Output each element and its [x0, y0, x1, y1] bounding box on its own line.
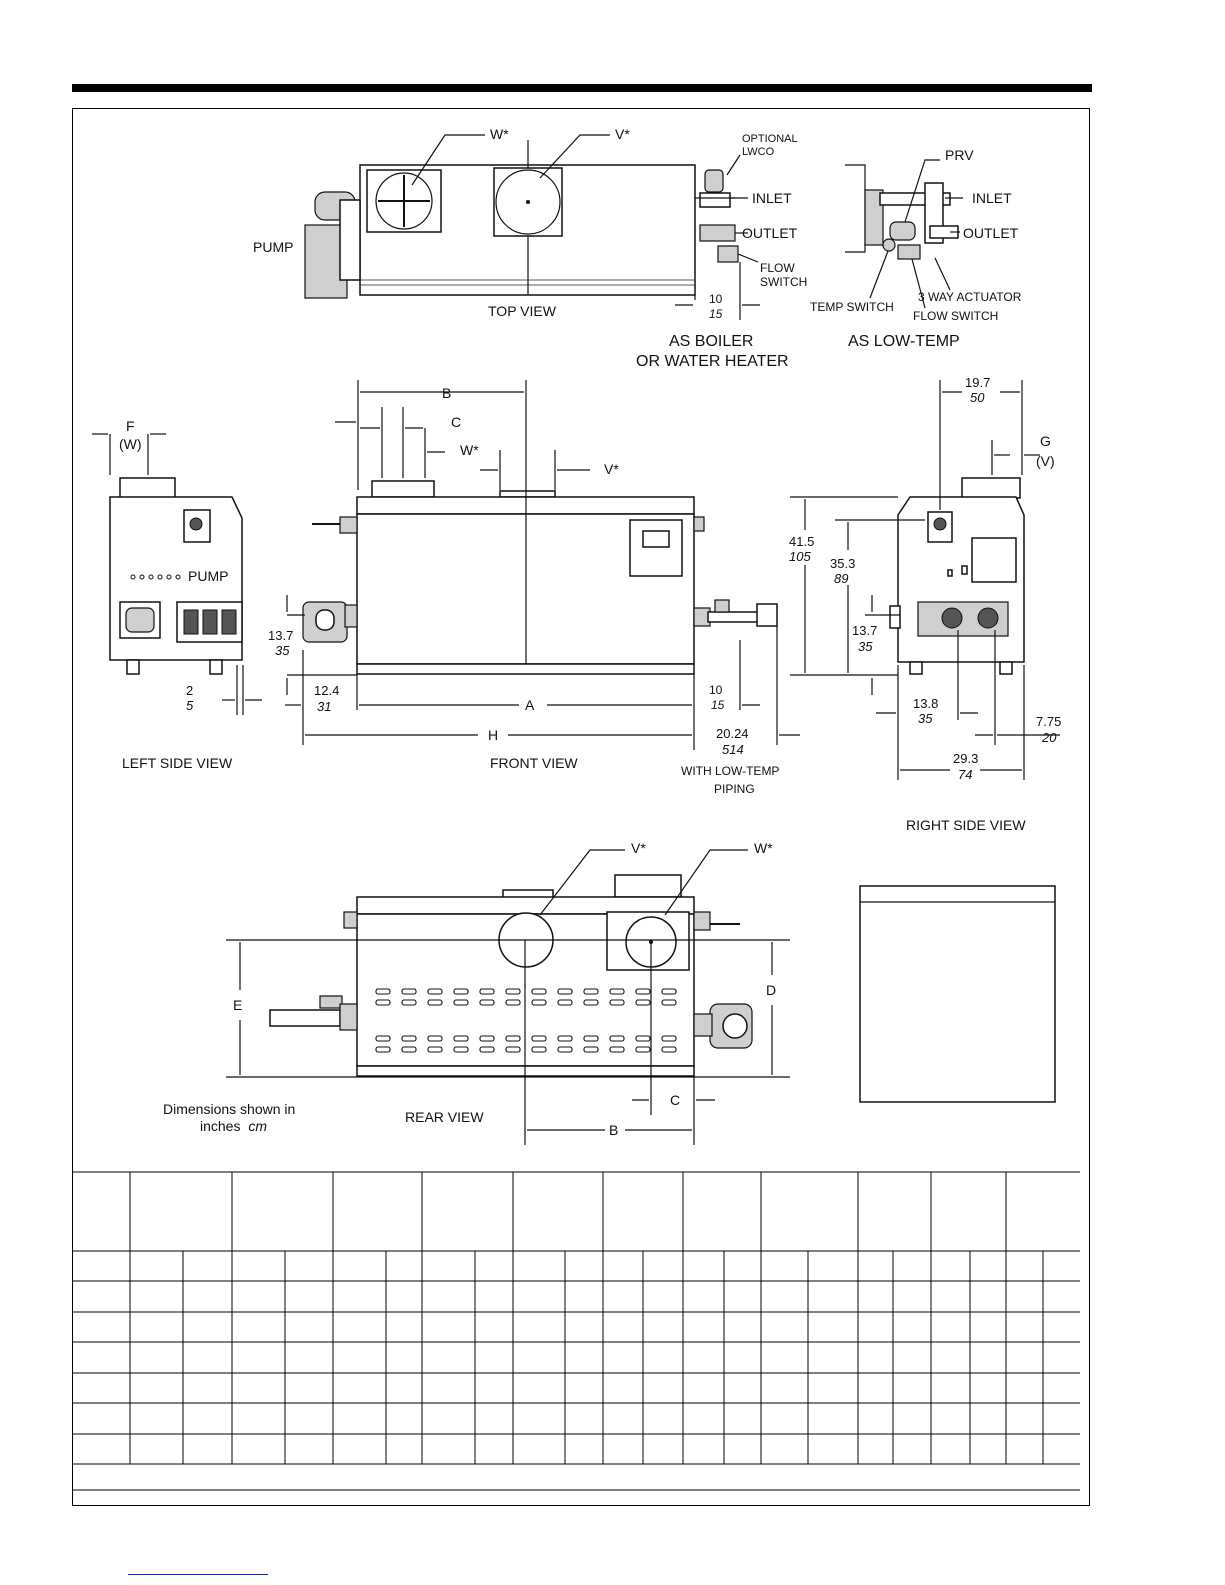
rear-view: V* W* E D C B Dimensions shown in inches… [163, 840, 790, 1145]
top-v-star-label: V* [615, 126, 630, 142]
lt-outlet-label: OUTLET [963, 225, 1019, 241]
rear-v-star-label: V* [631, 840, 646, 856]
or-water-heater-label: OR WATER HEATER [636, 353, 789, 370]
front-dim10-cm: 15 [711, 698, 725, 712]
d-label: D [766, 982, 776, 998]
dims-note-cm: cm [248, 1118, 267, 1134]
dims-note-line2: inches cm [200, 1118, 267, 1134]
right-dim137-cm: 35 [858, 639, 873, 654]
top-flow-label: FLOW [760, 261, 795, 275]
top-outlet-label: OUTLET [742, 225, 798, 241]
top-rule [72, 84, 1092, 92]
front-c-label: C [451, 414, 461, 430]
right-dim415-in: 41.5 [789, 534, 814, 549]
front-control-panel [629, 519, 683, 577]
optional-label: OPTIONAL [742, 133, 798, 145]
rear-b-label: B [609, 1122, 618, 1138]
lt-inlet-label: INLET [972, 190, 1012, 206]
top-view: W* V* OPTIONAL LWCO INLET OUTLET FLOW SW… [253, 126, 807, 370]
right-dim137-in: 13.7 [852, 623, 877, 638]
front-b-label: B [442, 385, 451, 401]
right-dim293-cm: 74 [958, 767, 972, 782]
top-dim-cm: 15 [709, 307, 723, 321]
top-view-title: TOP VIEW [488, 303, 557, 319]
front-v-star-label: V* [604, 461, 619, 477]
f-label: F [126, 418, 135, 434]
front-h-label: H [488, 727, 498, 743]
g-v-label: (V) [1036, 453, 1055, 469]
front-view-title: FRONT VIEW [490, 755, 578, 771]
inset-box [859, 885, 1056, 1103]
top-pump-label: PUMP [253, 239, 293, 255]
dims-note-inches: inches [200, 1118, 240, 1134]
dimensions-table [72, 1171, 1080, 1491]
temp-switch-label: TEMP SWITCH [810, 300, 894, 314]
as-boiler-label: AS BOILER [669, 333, 753, 350]
front-w-star-label: W* [460, 442, 479, 458]
right-dim353-cm: 89 [834, 571, 848, 586]
left-pump-label: PUMP [188, 568, 228, 584]
left-side-view-title: LEFT SIDE VIEW [122, 755, 233, 771]
top-dim-in: 10 [709, 292, 723, 306]
top-w-star-label: W* [490, 126, 509, 142]
low-temp-view: PRV INLET OUTLET TEMP SWITCH 3 WAY ACTUA… [810, 147, 1022, 350]
front-view: B C W* V* 13.7 35 12.4 31 A 10 15 H 20.2… [268, 380, 800, 796]
rear-c-label: C [670, 1092, 680, 1108]
lwco-label: LWCO [742, 146, 775, 158]
footer-link-line [128, 1574, 268, 1575]
right-dim775-in: 7.75 [1036, 714, 1061, 729]
rear-w-star-label: W* [754, 840, 773, 856]
top-inlet-label: INLET [752, 190, 792, 206]
f-w-label: (W) [119, 436, 142, 452]
right-dim197-cm: 50 [970, 390, 985, 405]
left-side-view: F (W) PUMP 2 5 LEFT SIDE VIEW [92, 418, 262, 771]
dims-note-line1: Dimensions shown in [163, 1101, 295, 1117]
as-low-temp-label: AS LOW-TEMP [848, 333, 960, 350]
top-switch-label: SWITCH [760, 275, 807, 289]
prv-label: PRV [945, 147, 974, 163]
rear-view-title: REAR VIEW [405, 1109, 484, 1125]
front-dim137-cm: 35 [275, 643, 290, 658]
left-dim2-in: 2 [186, 683, 193, 698]
with-low-temp-label: WITH LOW-TEMP [681, 764, 779, 778]
e-label: E [233, 997, 242, 1013]
right-side-view-title: RIGHT SIDE VIEW [906, 817, 1026, 833]
three-way-actuator-label: 3 WAY ACTUATOR [918, 290, 1022, 304]
front-dim124-in: 12.4 [314, 683, 339, 698]
right-side-view: 19.7 50 G (V) 41.5 105 35.3 89 13.7 35 1… [789, 375, 1061, 833]
right-dim415-cm: 105 [789, 549, 811, 564]
lt-flow-switch-label: FLOW SWITCH [913, 309, 998, 323]
right-dim775-cm: 20 [1041, 730, 1057, 745]
front-dim2024-cm: 514 [722, 742, 744, 757]
front-dim124-cm: 31 [317, 699, 331, 714]
right-dim293-in: 29.3 [953, 751, 978, 766]
g-label: G [1040, 433, 1051, 449]
right-dim138-in: 13.8 [913, 696, 938, 711]
right-dim353-in: 35.3 [830, 556, 855, 571]
front-a-label: A [525, 697, 535, 713]
front-dim10-in: 10 [709, 683, 723, 697]
front-dim137-in: 13.7 [268, 628, 293, 643]
right-dim138-cm: 35 [918, 711, 933, 726]
front-dim2024-in: 20.24 [716, 726, 749, 741]
piping-label: PIPING [714, 782, 755, 796]
diagram-frame [72, 108, 1090, 1506]
left-dim2-cm: 5 [186, 698, 194, 713]
right-dim197-in: 19.7 [965, 375, 990, 390]
